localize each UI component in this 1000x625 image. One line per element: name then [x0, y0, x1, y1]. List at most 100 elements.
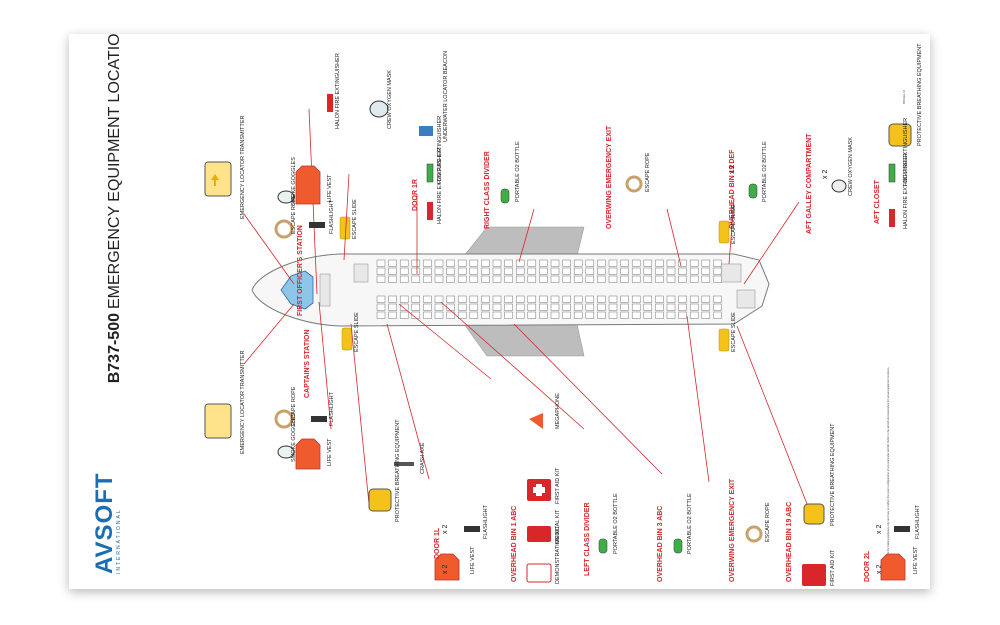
brand-sub: INTERNATIONAL: [116, 508, 122, 574]
qty-1l-b: x 2: [442, 565, 449, 574]
seat: [585, 259, 595, 267]
seat: [643, 311, 653, 319]
lbl-life-vest-capt: LIFE VEST: [327, 438, 333, 466]
seat: [597, 295, 606, 303]
seat: [539, 267, 548, 275]
seat: [631, 267, 641, 275]
loc-aft-closet: AFT CLOSET: [874, 179, 881, 224]
pbe-icon-19abc: [803, 503, 825, 525]
portable-o2-icon-19def: [748, 183, 758, 199]
lbl-water-ext: H2O FIRE EXTINGUISHER: [437, 116, 443, 184]
lbl-smoke-goggles: SMOKE GOGGLES: [291, 157, 297, 206]
seat: [399, 295, 409, 303]
seat: [585, 267, 595, 275]
seat: [457, 267, 467, 275]
seat: [585, 311, 595, 319]
seat: [608, 295, 618, 303]
seat: [446, 267, 455, 275]
title-model: B737-500: [106, 313, 123, 383]
seat: [469, 303, 479, 311]
first-aid-icon-19abc: [802, 564, 826, 586]
seat: [678, 311, 687, 319]
seat: [655, 295, 664, 303]
seat: [411, 295, 421, 303]
seat: [620, 259, 629, 267]
seat: [620, 267, 629, 275]
seat: [573, 295, 583, 303]
lbl-halon-top: HALON FIRE EXTINGUISHER: [335, 53, 341, 129]
lbl-elt: EMERGENCY LOCATOR TRANSMITTER: [240, 115, 246, 219]
brand-logo: AVSOFT INTERNATIONAL: [91, 472, 122, 574]
brand-name: AVSOFT: [91, 472, 118, 574]
seat: [388, 259, 397, 267]
seat: [597, 259, 606, 267]
lbl-smoke-goggles-capt: SMOKE GOGGLES: [291, 413, 297, 462]
demo-kit-icon: [526, 563, 552, 583]
qty-2l-b: x 2: [876, 565, 883, 574]
seat: [620, 311, 629, 319]
smoke-goggles-icon: [277, 190, 295, 204]
seat: [492, 303, 502, 311]
lbl-slide-1r: ESCAPE SLIDE: [352, 199, 358, 239]
flashlight-icon: [309, 222, 325, 228]
loc-ovhd-19def: OVERHEAD BIN 19 DEF: [729, 149, 736, 229]
seat: [550, 275, 560, 283]
seat: [550, 311, 560, 319]
lbl-flashlight-2l: FLASHLIGHT: [915, 504, 921, 539]
seat: [481, 259, 490, 267]
seat: [550, 303, 560, 311]
seat: [411, 267, 421, 275]
seat: [376, 267, 386, 275]
elt-icon-capt: [204, 403, 232, 439]
seat: [399, 311, 409, 319]
seat: [678, 303, 687, 311]
equipment-diagram: B737-500 EMERGENCY EQUIPMENT LOCATIONS A…: [91, 34, 923, 586]
lbl-rope-ow: ESCAPE ROPE: [645, 152, 651, 192]
lbl-crew-mask-galley: CREW OXYGEN MASK: [848, 137, 854, 196]
seat: [701, 259, 711, 267]
seat: [504, 311, 513, 319]
lbl-slide-1l: ESCAPE SLIDE: [354, 312, 360, 352]
seat: [678, 259, 687, 267]
seat: [713, 295, 722, 303]
seat: [585, 275, 595, 283]
portable-o2-icon-lcd: [598, 538, 608, 554]
seat: [434, 311, 444, 319]
seat: [585, 303, 595, 311]
seat: [562, 267, 571, 275]
seat: [562, 295, 571, 303]
seat: [515, 303, 525, 311]
seat: [678, 275, 687, 283]
seat: [388, 295, 397, 303]
seat: [666, 259, 676, 267]
pbe-icon-lower: [368, 488, 392, 512]
seat: [434, 267, 444, 275]
seat: [469, 259, 479, 267]
lbl-life-vest-2l: LIFE VEST: [913, 546, 919, 574]
loc-door-1r: DOOR 1R: [412, 179, 419, 211]
seat: [631, 295, 641, 303]
seat: [434, 303, 444, 311]
seat: [423, 311, 432, 319]
escape-rope-icon-ow-lower: [745, 525, 763, 543]
seat: [539, 303, 548, 311]
seat: [457, 259, 467, 267]
loc-aft-galley: AFT GALLEY COMPARTMENT: [806, 133, 813, 234]
seat: [515, 295, 525, 303]
seat: [713, 267, 722, 275]
crew-mask-icon-top: [369, 100, 389, 118]
seat: [527, 295, 537, 303]
lbl-megaphone: MEGAPHONE: [555, 393, 561, 429]
loc-overwing-upper: OVERWING EMERGENCY EXIT: [606, 125, 613, 229]
loc-door-2l: DOOR 2L: [864, 550, 871, 582]
seat-map: [376, 259, 722, 319]
crash-axe-icon: [394, 462, 414, 466]
seat: [423, 259, 432, 267]
doc-code: B35-EEL-V1: [902, 89, 906, 104]
seat: [492, 259, 502, 267]
seat: [388, 275, 397, 283]
lbl-o2-lcd: PORTABLE O2 BOTTLE: [613, 493, 619, 554]
seat: [492, 267, 502, 275]
door-1r-slide: [339, 216, 351, 240]
water-ext-icon-top: [426, 163, 434, 183]
